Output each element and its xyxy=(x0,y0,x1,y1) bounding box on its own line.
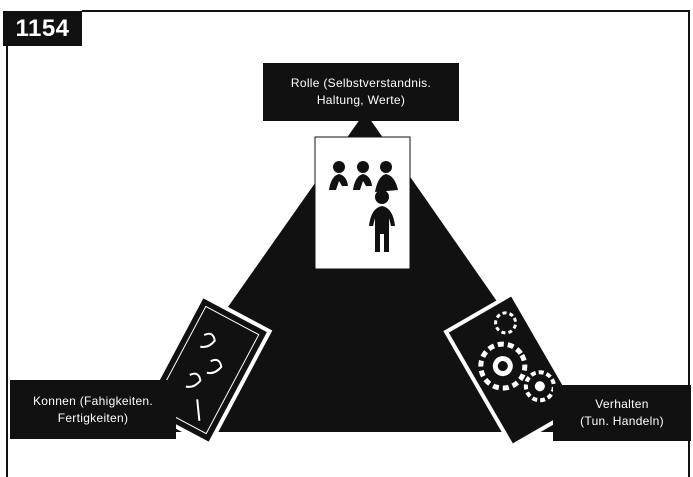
right-label-line1: Verhalten xyxy=(595,397,649,411)
left-label-line2: Fertigkeiten) xyxy=(57,410,129,425)
frame-left-border xyxy=(6,46,8,477)
top-label-line2: Haltung, Werte) xyxy=(316,93,406,107)
gears-icon xyxy=(443,291,581,449)
frame-top-border xyxy=(82,10,688,12)
slide-number: 1154 xyxy=(3,11,82,46)
left-label-ability: Konnen (Fahigkeiten. Fertigkeiten) xyxy=(10,380,176,439)
right-label-line2: (Tun. Handeln) xyxy=(580,414,664,428)
top-label-line1: Rolle (Selbstverstandnis. xyxy=(290,76,432,90)
left-label-line1: Konnen (Fahigkeiten. xyxy=(32,393,154,408)
right-label-behavior: Verhalten (Tun. Handeln) xyxy=(553,385,691,441)
people-group-icon xyxy=(314,136,411,270)
top-label-role: Rolle (Selbstverstandnis. Haltung, Werte… xyxy=(263,63,459,121)
frame-right-border xyxy=(688,10,690,477)
